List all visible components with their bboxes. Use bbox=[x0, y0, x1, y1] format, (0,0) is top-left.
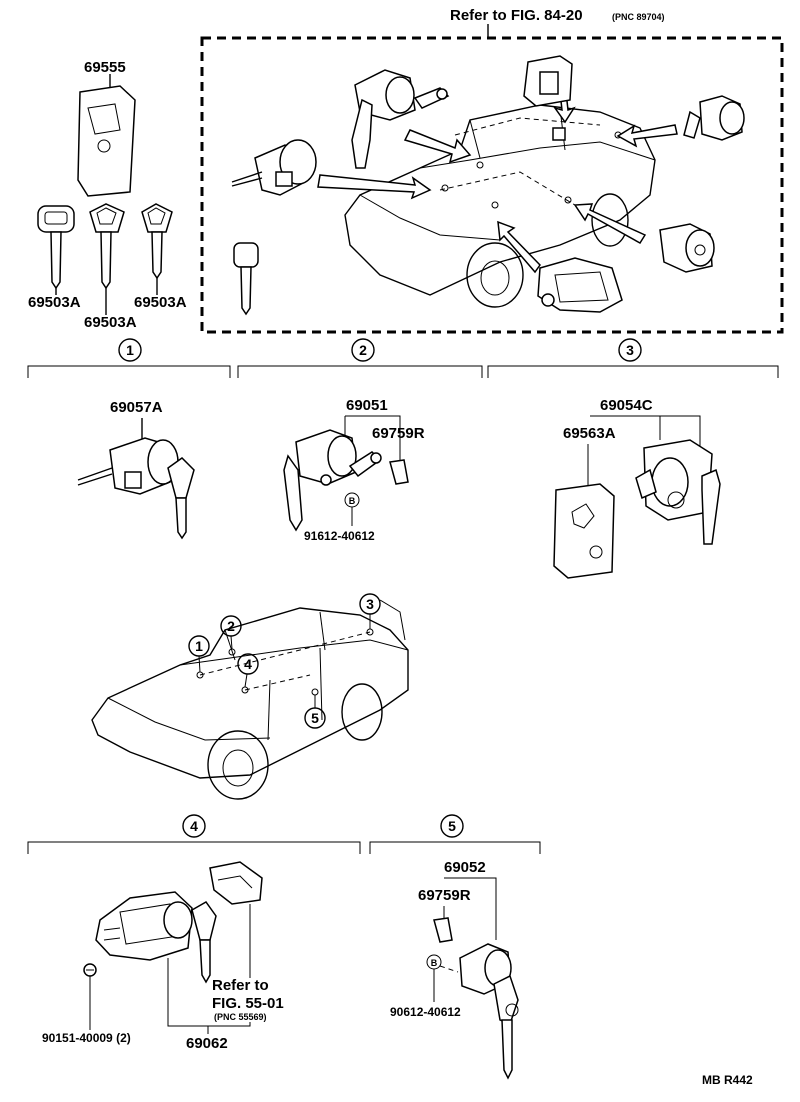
key-plate-label: 69555 bbox=[84, 59, 126, 76]
rear-clip-label: 69759R bbox=[418, 887, 471, 904]
luggage-lock-icon bbox=[635, 439, 721, 545]
top-glove-lock-small bbox=[523, 55, 573, 141]
section-4-parts: Refer to FIG. 55-01 (PNC 55569) 69062 90… bbox=[42, 861, 284, 1052]
top-rear-lock bbox=[659, 223, 715, 273]
section-4-header: 4 bbox=[27, 814, 361, 854]
svg-text:4: 4 bbox=[244, 656, 252, 672]
car-marker-1: 1 bbox=[188, 635, 210, 673]
section-5-parts: 69052 69759R B 90612-40612 bbox=[390, 859, 519, 1080]
section-3-number: 3 bbox=[626, 342, 634, 358]
glove-screw-label: 90151-40009 (2) bbox=[42, 1031, 131, 1045]
key-left-icon bbox=[37, 205, 75, 290]
door-clip-label: 69759R bbox=[372, 425, 425, 442]
rear-lock-icon bbox=[459, 943, 519, 1080]
door-screw-label: 91612-40612 bbox=[304, 529, 375, 543]
door-clip-icon bbox=[389, 459, 409, 485]
glove-ref-pnc-label: (PNC 55569) bbox=[214, 1012, 267, 1022]
section-2-number: 2 bbox=[359, 342, 367, 358]
svg-text:5: 5 bbox=[311, 710, 319, 726]
key-right-icon bbox=[141, 203, 173, 280]
key-middle-icon bbox=[89, 203, 125, 290]
section-3-header: 3 bbox=[487, 338, 779, 378]
section-3-parts: 69054C 69563A bbox=[553, 397, 721, 579]
section-5-header: 5 bbox=[369, 814, 541, 854]
car-marker-3: 3 bbox=[359, 593, 381, 629]
rear-screw-label: 90612-40612 bbox=[390, 1005, 461, 1019]
door-b-marker: B bbox=[349, 496, 356, 506]
section-2-header: 2 bbox=[237, 338, 483, 378]
svg-text:1: 1 bbox=[195, 638, 203, 654]
svg-text:2: 2 bbox=[227, 618, 235, 634]
footer-code: MB R442 bbox=[702, 1073, 753, 1087]
glove-ref-fig-label: FIG. 55-01 bbox=[212, 995, 284, 1012]
glove-lock-label: 69062 bbox=[186, 1035, 228, 1052]
top-spare-key bbox=[233, 242, 259, 316]
key-left-label: 69503A bbox=[28, 294, 81, 311]
luggage-cover-icon bbox=[553, 483, 615, 579]
svg-text:3: 3 bbox=[366, 596, 374, 612]
section-5-number: 5 bbox=[448, 818, 456, 834]
top-reference-box: Refer to FIG. 84-20 (PNC 89704) bbox=[200, 7, 784, 334]
rear-clip-icon bbox=[433, 917, 453, 943]
door-lock-icon bbox=[283, 429, 382, 532]
glove-lock-icon bbox=[95, 891, 217, 984]
ignition-cylinder-icon bbox=[77, 437, 195, 540]
top-reference-pnc: (PNC 89704) bbox=[612, 12, 665, 22]
rear-b-marker: B bbox=[431, 958, 438, 968]
glove-cover-icon bbox=[209, 861, 263, 905]
car-marker-2: 2 bbox=[220, 615, 242, 650]
top-luggage-lock bbox=[683, 95, 745, 141]
section-1-number: 1 bbox=[126, 342, 134, 358]
key-set: 69555 69503A 69503A 69503A bbox=[28, 59, 187, 331]
door-lock-set-label: 69051 bbox=[346, 397, 388, 414]
section-1-parts: 69057A bbox=[77, 399, 195, 540]
car-marker-4: 4 bbox=[237, 653, 259, 688]
glove-ref-label: Refer to bbox=[212, 977, 269, 994]
section-2-parts: 69051 69759R B 91612-40612 bbox=[283, 397, 425, 543]
top-ignition-cylinder bbox=[231, 139, 317, 196]
luggage-cover-label: 69563A bbox=[563, 425, 616, 442]
top-arrows bbox=[317, 91, 678, 274]
top-glove-box-lock bbox=[537, 257, 623, 313]
top-door-lock bbox=[351, 69, 450, 169]
key-middle-label: 69503A bbox=[84, 314, 137, 331]
rear-lock-set-label: 69052 bbox=[444, 859, 486, 876]
glove-screw-icon bbox=[83, 963, 97, 1030]
car-outline-middle: 1 2 3 4 5 bbox=[91, 593, 409, 800]
key-right-label: 69503A bbox=[134, 294, 187, 311]
section-1-header: 1 bbox=[27, 338, 231, 378]
ignition-cylinder-label: 69057A bbox=[110, 399, 163, 416]
car-marker-5: 5 bbox=[304, 695, 326, 729]
top-reference-label: Refer to FIG. 84-20 bbox=[450, 7, 583, 24]
section-4-number: 4 bbox=[190, 818, 198, 834]
luggage-lock-set-label: 69054C bbox=[600, 397, 653, 414]
